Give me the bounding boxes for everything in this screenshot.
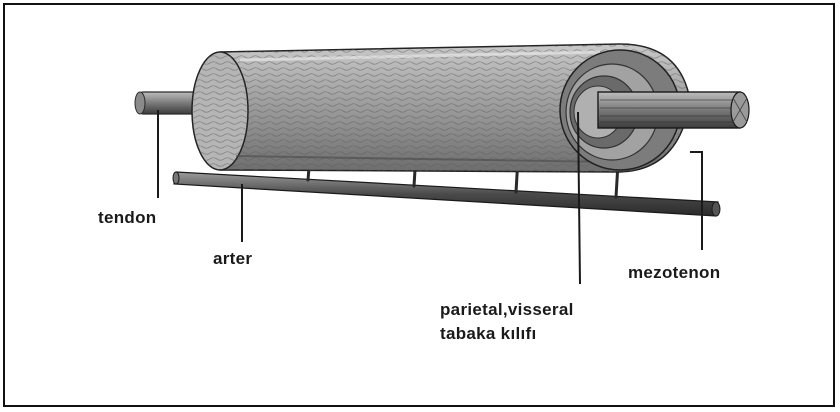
label-arter: arter [213,249,252,269]
label-tendon: tendon [98,208,156,228]
label-sheath-layers: parietal,visseral tabaka kılıfı [440,298,574,346]
tendon-right-end [598,92,749,128]
label-sheath-line2: tabaka kılıfı [440,322,574,346]
label-sheath-line1: parietal,visseral [440,298,574,322]
tendon-left-end [135,92,200,114]
label-mezotenon: mezotenon [628,263,720,283]
artery [173,172,720,216]
